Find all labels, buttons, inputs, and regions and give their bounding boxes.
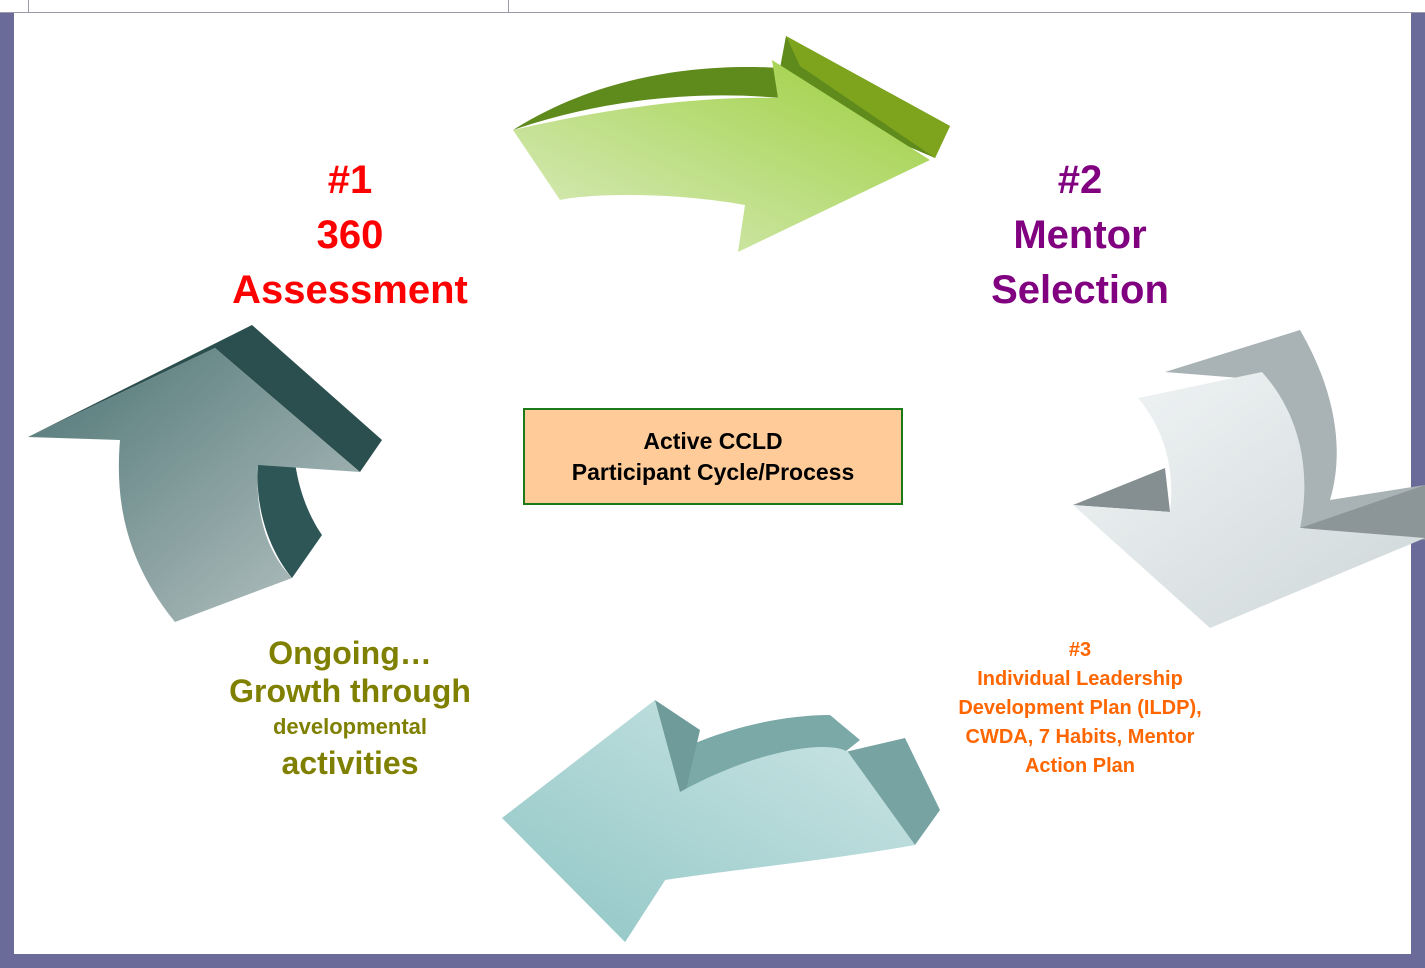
step-3-number: #3	[1068, 639, 1092, 661]
step-2-number: #2	[1057, 158, 1103, 202]
step-3-label: #3 Individual Leadership Development Pla…	[900, 636, 1260, 781]
step-4-label: Ongoing… Growth through developmental ac…	[185, 634, 515, 782]
curved-arrow-up-icon	[28, 325, 382, 622]
step-3-line1: Individual Leadership	[977, 668, 1183, 690]
curved-arrow-down-icon	[1073, 330, 1425, 628]
center-title-line2: Participant Cycle/Process	[571, 459, 855, 485]
step-3-line3: CWDA, 7 Habits, Mentor	[965, 726, 1195, 748]
step-2-title-line2: Selection	[991, 268, 1169, 312]
step-1-title-line1: 360	[316, 213, 384, 257]
center-process-box: Active CCLD Participant Cycle/Process	[523, 408, 903, 505]
step-4-line1: Ongoing…	[268, 635, 432, 671]
step-4-line4: activities	[281, 745, 419, 781]
top-strip	[0, 0, 1425, 13]
curved-arrow-left-icon	[502, 700, 940, 942]
step-1-title-line2: Assessment	[232, 268, 468, 312]
step-4-line3: developmental	[272, 714, 428, 739]
curved-arrow-right-icon	[513, 36, 950, 252]
step-2-title-line1: Mentor	[1013, 213, 1147, 257]
step-3-line2: Development Plan (ILDP),	[958, 697, 1202, 719]
center-title-line1: Active CCLD	[643, 428, 783, 454]
step-1-number: #1	[327, 158, 373, 202]
step-2-label: #2 Mentor Selection	[930, 153, 1230, 318]
step-3-line4: Action Plan	[1024, 755, 1135, 777]
step-4-line2: Growth through	[229, 673, 471, 709]
step-1-label: #1 360 Assessment	[180, 153, 520, 318]
